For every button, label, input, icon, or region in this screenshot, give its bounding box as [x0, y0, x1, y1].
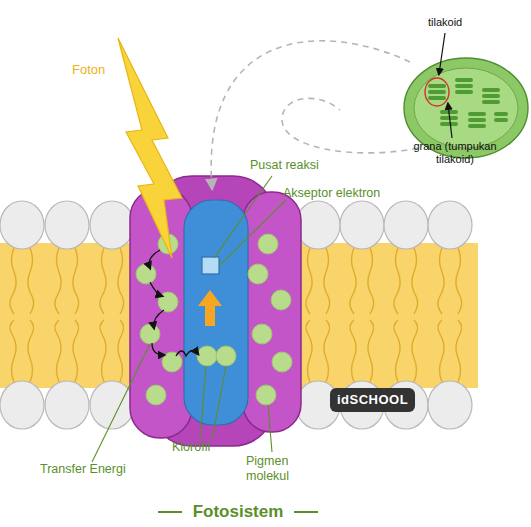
title-dash — [294, 511, 318, 513]
title-dash — [158, 511, 182, 513]
zoom-line — [282, 98, 418, 153]
grana-stacks — [428, 78, 508, 128]
part-label: tilakoid — [428, 16, 462, 29]
part-label: Pusat reaksi — [250, 158, 319, 173]
electron-acceptor — [202, 257, 219, 274]
photon-label: Foton — [72, 62, 105, 78]
part-label: grana (tumpukan tilakoid) — [400, 140, 510, 166]
leader-lines — [92, 176, 286, 462]
photon-bolt — [118, 38, 182, 258]
reaction-core — [184, 200, 248, 425]
part-label: Transfer Energi — [40, 462, 126, 477]
zoom-line — [211, 41, 410, 188]
watermark: idSCHOOL — [330, 388, 415, 412]
part-label: Akseptor elektron — [283, 186, 380, 201]
antenna-right — [243, 192, 301, 432]
lipid-heads — [0, 201, 472, 429]
diagram-title: Fotosistem — [188, 502, 288, 522]
part-label: Pigmen molekul — [246, 454, 308, 484]
thylakoid-highlight — [425, 78, 449, 106]
chlorophyll-circles — [136, 234, 292, 405]
energy-transfer-arrows — [149, 250, 198, 356]
leader-line — [448, 104, 452, 138]
leader-line — [439, 33, 445, 74]
electron-arrow — [198, 290, 222, 326]
chloroplast-inner — [414, 68, 518, 148]
part-label: Klorofil — [172, 440, 210, 455]
